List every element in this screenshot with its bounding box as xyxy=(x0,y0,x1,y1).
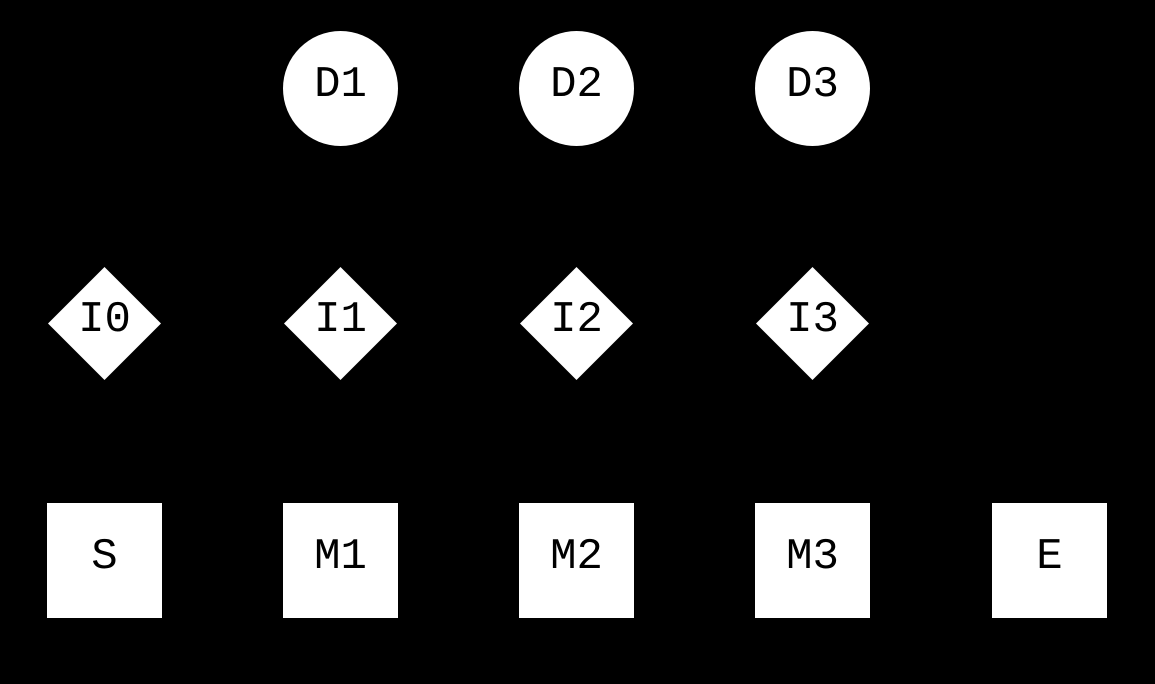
node-circle-d3: D3 xyxy=(755,31,870,146)
node-label-i1: I1 xyxy=(314,294,367,345)
node-circle-d2: D2 xyxy=(519,31,634,146)
node-diamond-i0: I0 xyxy=(48,267,161,380)
node-label-i2: I2 xyxy=(550,294,603,345)
node-label-m1: M1 xyxy=(314,531,367,582)
node-diamond-i3: I3 xyxy=(756,267,869,380)
node-square-s: S xyxy=(47,503,162,618)
node-circle-d1: D1 xyxy=(283,31,398,146)
node-label-e: E xyxy=(1036,531,1063,582)
node-square-m3: M3 xyxy=(755,503,870,618)
node-diamond-i2: I2 xyxy=(520,267,633,380)
node-diamond-i1: I1 xyxy=(284,267,397,380)
node-label-d1: D1 xyxy=(314,59,367,110)
node-label-s: S xyxy=(91,531,118,582)
node-square-m1: M1 xyxy=(283,503,398,618)
node-square-m2: M2 xyxy=(519,503,634,618)
node-label-d2: D2 xyxy=(550,59,603,110)
node-label-m3: M3 xyxy=(786,531,839,582)
node-label-i3: I3 xyxy=(786,294,839,345)
node-square-e: E xyxy=(992,503,1107,618)
node-label-i0: I0 xyxy=(78,294,131,345)
node-label-d3: D3 xyxy=(786,59,839,110)
node-label-m2: M2 xyxy=(550,531,603,582)
